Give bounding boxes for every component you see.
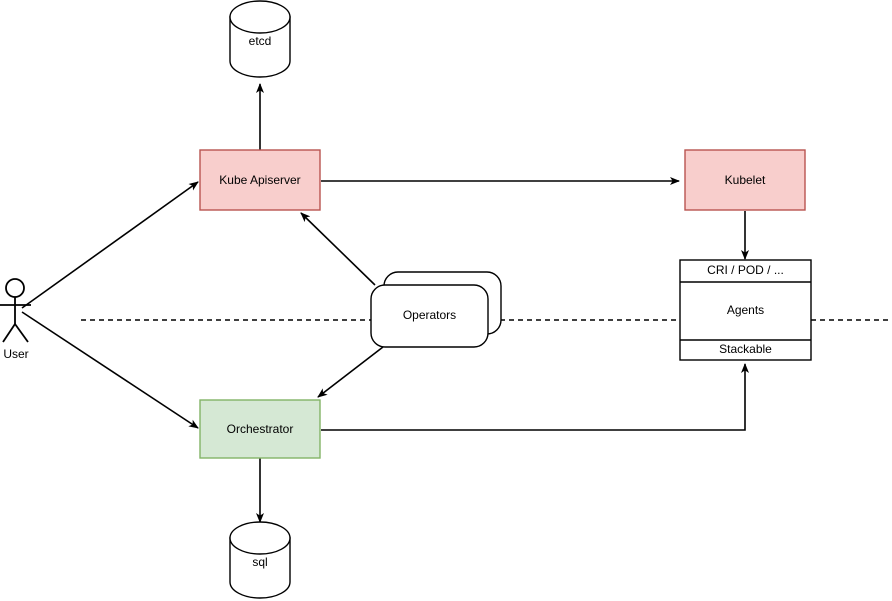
edge-operators-to-orchestrator [317,346,384,398]
agents-cri-label: CRI / POD / ... [707,263,784,277]
kubelet-label: Kubelet [725,173,766,187]
etcd-cylinder-body [229,16,291,78]
edge-user-to-orchestrator [21,311,199,429]
sql-label: sql [252,555,267,569]
kubelet-box [684,149,806,211]
orchestrator-label: Orchestrator [227,422,294,436]
operators-front-card [370,284,489,348]
sql-cylinder-top [229,521,291,555]
node-kube-apiserver[interactable]: Kube Apiserver [199,149,321,211]
agents-middle-label: Agents [727,303,764,317]
sql-cylinder-body [229,537,291,599]
agents-box [679,259,812,361]
user-head-icon [5,278,25,298]
node-sql[interactable]: sql [229,521,291,599]
edge-user-to-apiserver [21,181,199,309]
etcd-label: etcd [249,34,272,48]
node-operators[interactable]: Operators [370,271,502,348]
etcd-cylinder-top [229,0,291,34]
operators-label: Operators [403,308,456,322]
agents-stackable-label: Stackable [719,342,772,356]
edge-operators-to-apiserver [300,212,376,286]
node-etcd[interactable]: etcd [229,0,291,78]
kube-apiserver-label: Kube Apiserver [219,173,300,187]
user-left-leg-line [2,323,16,343]
edge-orchestrator-to-stackable [321,363,749,431]
user-right-leg-line [14,323,29,343]
user-label: User [3,347,28,361]
orchestrator-box [199,399,321,459]
node-agents[interactable]: CRI / POD / ... Agents Stackable [679,259,812,361]
kube-apiserver-box [199,149,321,211]
node-kubelet[interactable]: Kubelet [684,149,806,211]
node-orchestrator[interactable]: Orchestrator [199,399,321,459]
node-user[interactable]: User [0,278,31,361]
